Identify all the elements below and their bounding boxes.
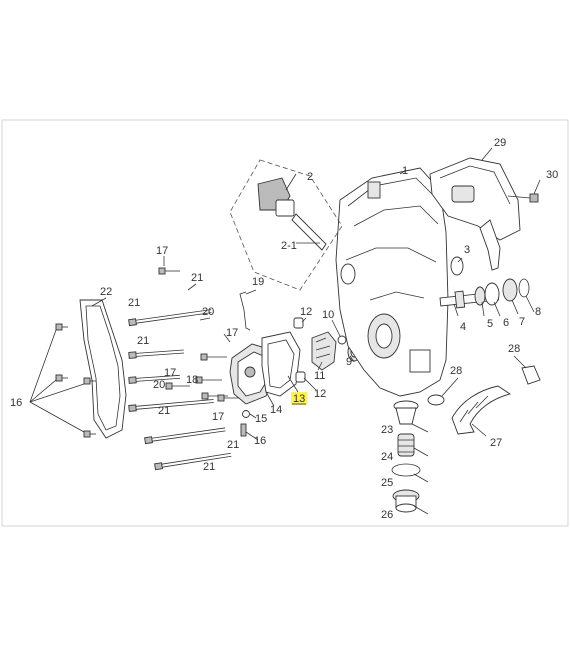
leader-lines <box>91 147 541 515</box>
part-29-cover <box>429 157 521 271</box>
callout-19: 19 <box>252 276 264 288</box>
callout-2-1: 2-1 <box>281 240 297 252</box>
callout-24: 24 <box>381 451 393 463</box>
part-2-sensor <box>257 177 327 251</box>
part-7-bearing <box>502 278 518 302</box>
callout-29: 29 <box>494 137 506 149</box>
callout-7: 7 <box>519 316 525 328</box>
callout-11: 11 <box>314 370 325 382</box>
callout-10: 10 <box>322 309 334 321</box>
callout-21-c: 21 <box>137 335 149 347</box>
long-bolts <box>128 267 244 471</box>
part-27-hose <box>451 385 512 435</box>
callout-28-clip: 28 <box>508 343 520 355</box>
callout-1: 1 <box>402 165 408 177</box>
part-28-clip <box>521 365 541 385</box>
callout-labels: 1 2 2-1 3 4 5 6 7 8 9 10 11 12 12 13 14 … <box>10 137 558 521</box>
part-28-hose-clamp <box>427 394 445 406</box>
callout-9: 9 <box>346 356 352 368</box>
callout-21-e: 21 <box>227 439 239 451</box>
callout-17-bottom: 17 <box>212 411 224 423</box>
callout-20-left: 20 <box>153 379 165 391</box>
diagram-border <box>1 119 569 527</box>
callout-4: 4 <box>460 321 466 333</box>
callout-5: 5 <box>487 318 493 330</box>
callout-23: 23 <box>381 424 393 436</box>
callout-20-top: 20 <box>202 306 214 318</box>
callout-6: 6 <box>503 317 509 329</box>
part-16-bleed-screw <box>240 423 247 437</box>
callout-17-top: 17 <box>156 245 168 257</box>
callout-12-top: 12 <box>300 306 312 318</box>
callout-14: 14 <box>270 404 282 416</box>
callout-16-right: 16 <box>254 435 266 447</box>
part-24-spring <box>397 433 415 457</box>
part-11-impeller <box>311 331 337 371</box>
callout-21-b: 21 <box>128 297 140 309</box>
part-5-bearing <box>474 286 486 306</box>
part-6-bearing <box>484 282 500 306</box>
callout-21-d: 21 <box>158 405 170 417</box>
part-26-drain-plug <box>392 489 420 513</box>
callout-13: 13 <box>293 393 305 405</box>
callout-25: 25 <box>381 477 393 489</box>
callout-8: 8 <box>535 306 541 318</box>
callout-28-hose-clamp: 28 <box>450 365 462 377</box>
part-16-small-bolts <box>55 323 96 438</box>
part-23-strainer-cap <box>393 400 419 425</box>
callout-26: 26 <box>381 509 393 521</box>
part-12-dowel-pins <box>293 317 306 383</box>
part-2-group-outline <box>229 159 343 291</box>
callout-30: 30 <box>546 169 558 181</box>
part-1-crankcase <box>335 167 449 397</box>
part-19-spring-clip <box>239 291 251 331</box>
part-25-o-ring <box>391 463 421 477</box>
callout-21-f: 21 <box>203 461 215 473</box>
callout-16-left: 16 <box>10 397 22 409</box>
highlight-marker <box>291 392 307 405</box>
callout-22: 22 <box>100 286 112 298</box>
callout-2: 2 <box>307 171 313 183</box>
callout-18: 18 <box>186 374 198 386</box>
callout-3: 3 <box>464 244 470 256</box>
callout-21-a: 21 <box>191 272 203 284</box>
part-8-circlip <box>518 278 530 298</box>
callout-27: 27 <box>490 437 502 449</box>
part-22-gasket-cover <box>79 299 127 439</box>
part-10-washer <box>337 335 347 345</box>
part-3-washer <box>450 256 464 276</box>
part-15-washer <box>242 410 250 418</box>
callout-12-bottom: 12 <box>314 388 326 400</box>
callout-15: 15 <box>255 413 267 425</box>
callout-17-lower: 17 <box>164 367 176 379</box>
callout-17-mid: 17 <box>226 327 238 339</box>
